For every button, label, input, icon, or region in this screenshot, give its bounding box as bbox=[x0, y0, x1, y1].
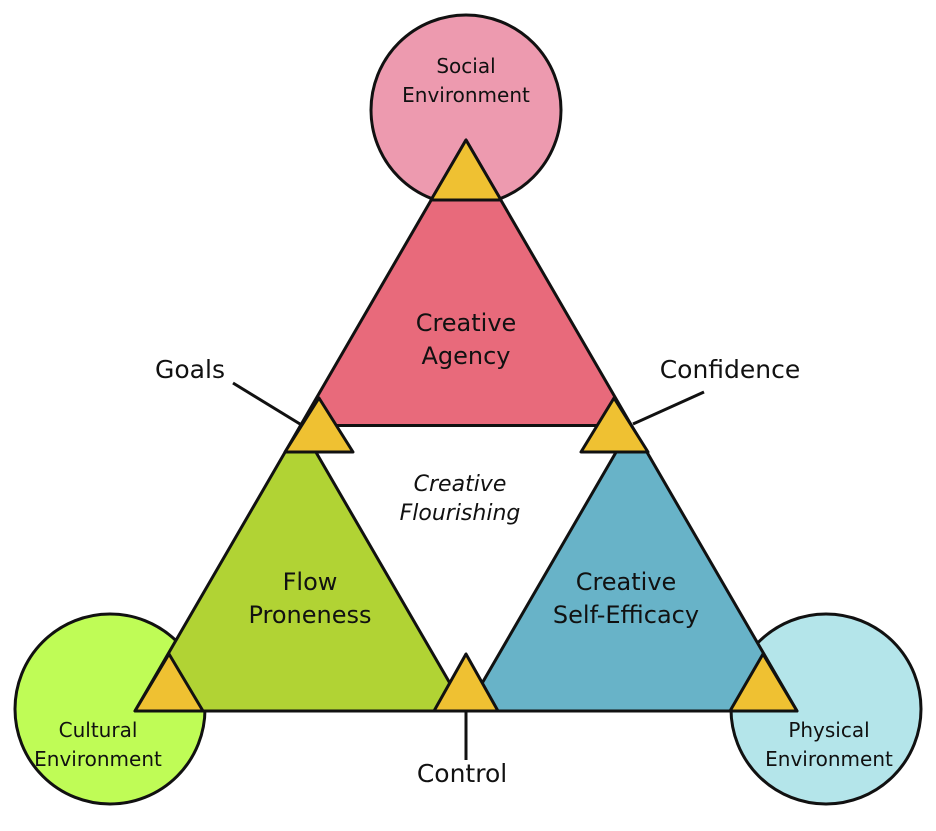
creative-agency-label-1: Creative bbox=[416, 309, 517, 337]
physical-environment-label-2: Environment bbox=[765, 747, 893, 771]
goals-connector-line bbox=[232, 381, 301, 426]
social-environment-label-2: Environment bbox=[402, 83, 530, 107]
creative-self-efficacy-triangle bbox=[464, 424, 799, 713]
confidence-connector-triangle bbox=[579, 396, 650, 454]
physical-environment-label-1: Physical bbox=[788, 718, 869, 742]
social-environment-label-1: Social bbox=[436, 54, 495, 78]
confidence-connector-line bbox=[632, 390, 705, 426]
flow-proneness-triangle bbox=[133, 424, 468, 713]
flow-proneness-label-2: Proneness bbox=[248, 601, 371, 629]
goals-connector-triangle bbox=[283, 396, 355, 454]
flow-proneness-label-1: Flow bbox=[283, 568, 338, 596]
control-connector-triangle bbox=[432, 652, 500, 713]
confidence-label: Confidence bbox=[660, 355, 801, 384]
creative-flourishing-label-1: Creative bbox=[414, 472, 507, 497]
creative-self-efficacy-label-1: Creative bbox=[576, 568, 677, 596]
creative-self-efficacy-label-2: Self-Efficacy bbox=[553, 601, 699, 629]
social-connector-triangle bbox=[429, 138, 503, 202]
creative-flourishing-label-2: Flourishing bbox=[400, 501, 521, 526]
goals-label: Goals bbox=[155, 355, 225, 384]
creative-agency-label-2: Agency bbox=[421, 342, 510, 370]
cultural-environment-label-1: Cultural bbox=[59, 718, 138, 742]
physical-connector-triangle bbox=[728, 652, 799, 713]
control-label: Control bbox=[417, 759, 507, 788]
cultural-connector-triangle bbox=[133, 652, 205, 713]
cultural-environment-label-2: Environment bbox=[34, 747, 162, 771]
creative-agency-triangle bbox=[299, 138, 633, 427]
